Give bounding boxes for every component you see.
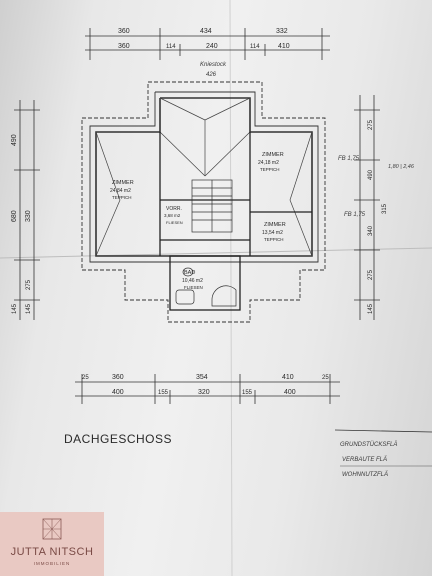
top-dim-8: 410 bbox=[278, 43, 290, 50]
bottom-dim-2: 360 bbox=[112, 374, 124, 381]
right-dim-4: 340 bbox=[368, 225, 374, 236]
legend-line-2: VERBAUTE FLÄ bbox=[342, 456, 387, 463]
bottom-dim-6: 400 bbox=[112, 389, 124, 396]
bottom-dim-5: 25 bbox=[322, 375, 329, 381]
bottom-dim-3: 354 bbox=[196, 374, 208, 381]
interior-walls bbox=[159, 132, 312, 311]
room-1-name: ZIMMER bbox=[112, 180, 134, 186]
bath-fixtures bbox=[175, 267, 237, 307]
top-dim-5: 114 bbox=[166, 44, 176, 50]
bottom-dim-10: 400 bbox=[284, 389, 296, 396]
right-dimension-lines bbox=[354, 95, 380, 320]
room-2-name: ZIMMER bbox=[262, 152, 284, 158]
brand-subtitle: IMMOBILIEN bbox=[33, 561, 71, 566]
top-dim-2: 434 bbox=[200, 28, 212, 35]
left-dim-6: 145 bbox=[26, 303, 32, 314]
room-3-area: 3,68 m2 bbox=[164, 213, 181, 218]
left-dim-4: 145 bbox=[12, 303, 18, 314]
room-3-name: VORR. bbox=[166, 206, 182, 212]
right-dim-6: 145 bbox=[368, 303, 374, 314]
top-note-2: 426 bbox=[206, 72, 217, 78]
legend-line-3: WOHNNUTZFLÄ bbox=[342, 471, 388, 478]
area-legend: GRUNDSTÜCKSFLÄ VERBAUTE FLÄ WOHNNUTZFLÄ bbox=[334, 429, 432, 478]
bottom-dim-8: 320 bbox=[198, 389, 210, 396]
right-dim-5: 275 bbox=[368, 269, 374, 280]
room-4-name: ZIMMER bbox=[264, 222, 286, 228]
left-dim-1: 490 bbox=[11, 134, 18, 146]
room-5-name: BAD bbox=[184, 270, 195, 276]
top-dim-7: 114 bbox=[250, 44, 260, 50]
staircase bbox=[191, 179, 233, 233]
left-dimension-lines bbox=[14, 100, 40, 320]
bottom-dim-9: 155 bbox=[242, 390, 253, 396]
left-dim-3: 330 bbox=[25, 210, 32, 222]
bottom-dim-7: 155 bbox=[158, 390, 169, 396]
paper-fold-line bbox=[229, 0, 233, 576]
window-label-2: FB 1,75 bbox=[344, 212, 366, 218]
roof-outline bbox=[81, 81, 326, 323]
room-4-area: 13,54 m2 bbox=[262, 230, 283, 236]
top-dimension-lines bbox=[85, 28, 330, 60]
monogram-icon bbox=[42, 518, 62, 540]
side-note: 1,80 | 2,46 bbox=[388, 164, 415, 170]
right-dim-1: 275 bbox=[368, 119, 374, 130]
bottom-dim-1: 25 bbox=[82, 375, 89, 381]
brand-name: JUTTA NITSCH bbox=[10, 546, 94, 558]
room-5-area: 10,46 m2 bbox=[182, 278, 203, 284]
legend-line-1: GRUNDSTÜCKSFLÄ bbox=[340, 441, 397, 448]
room-4-floor: TEPPICH bbox=[264, 237, 284, 242]
left-dim-5: 275 bbox=[26, 279, 32, 290]
right-dim-2: 490 bbox=[368, 169, 374, 180]
left-dim-2: 680 bbox=[11, 210, 18, 222]
window-label-1: FB 1,75 bbox=[338, 156, 360, 162]
room-3-floor: FLIESEN bbox=[166, 220, 183, 225]
roof-ridges bbox=[95, 97, 313, 257]
bottom-dimension-lines bbox=[75, 374, 340, 404]
room-2-area: 24,18 m2 bbox=[258, 160, 279, 166]
top-note: Kniestock bbox=[200, 62, 227, 68]
room-1-floor: TEPPICH bbox=[112, 195, 132, 200]
right-dim-3: 315 bbox=[382, 203, 388, 214]
brand-logo: JUTTA NITSCH IMMOBILIEN bbox=[0, 512, 104, 576]
room-2-floor: TEPPICH bbox=[260, 167, 280, 172]
room-1-area: 24,84 m2 bbox=[110, 188, 131, 194]
top-dim-1: 360 bbox=[118, 28, 130, 35]
top-dim-4: 360 bbox=[118, 43, 130, 50]
room-5-floor: FLIESEN bbox=[184, 285, 203, 290]
top-dim-6: 240 bbox=[206, 43, 218, 50]
top-dim-3: 332 bbox=[276, 28, 288, 35]
bottom-dim-4: 410 bbox=[282, 374, 294, 381]
drawing-title: DACHGESCHOSS bbox=[64, 432, 172, 446]
